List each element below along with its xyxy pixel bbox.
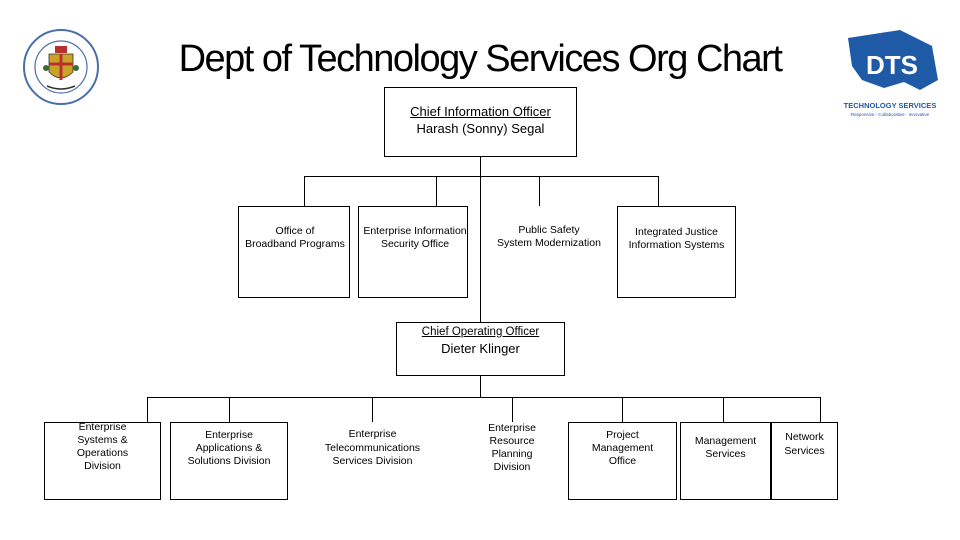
division-label: Enterprise [348,428,397,440]
connector [512,397,513,422]
division-label: Enterprise [488,422,536,434]
division-label: Network [785,431,824,443]
division-label: Management [694,435,757,447]
connector [147,397,821,398]
coo-name: Dieter Klinger [441,341,520,356]
connector [436,176,437,206]
connector [304,176,659,177]
division-box [44,422,161,500]
coo-box [396,322,565,376]
division-label: Enterprise [205,429,253,441]
security-office-box [358,206,468,298]
connector [480,376,481,398]
justice-systems-label-1: Integrated Justice [635,226,718,238]
public-safety-label-1: Public Safety [518,224,580,236]
cio-name: Harash (Sonny) Segal [416,121,545,136]
division-label: Systems & [77,434,128,446]
broadband-office-label-2: Broadband Programs [245,238,345,250]
justice-systems-label-2: Information Systems [628,239,725,251]
broadband-office-box [238,206,350,298]
security-office-label-2: Security Office [380,238,450,250]
county-seal-logo [23,29,99,105]
public-safety-label-2: System Modernization [497,237,601,249]
division-label: Operations [76,447,129,459]
division-label: Division [493,461,531,473]
connector [229,397,230,422]
public-safety-box [497,206,601,298]
cio-role: Chief Information Officer [410,104,551,119]
division-label: Planning [491,448,533,460]
division-box [568,422,677,500]
connector [723,397,724,422]
connector [658,176,659,206]
division-label: Project [606,429,639,441]
division-label: Services [705,448,746,460]
division-label: Management [591,442,654,454]
division-label: Telecommunications [324,442,421,454]
cio-box [384,87,577,157]
connector [480,157,481,323]
division-label: Solutions Division [187,455,271,467]
connector [372,397,373,422]
division-label: Enterprise [78,421,127,433]
division-label: Office [608,455,637,467]
division-box [771,422,838,500]
connector [304,176,305,206]
page-title: Dept of Technology Services Org Chart [178,38,783,80]
division-label: Resource [489,435,535,447]
dts-mark: DTS [866,50,918,80]
dts-logo: DTS TECHNOLOGY SERVICES Responsive · Col… [840,28,940,120]
division-box [680,422,771,500]
dts-tagline: Responsive · Collaborative · Innovative [851,112,930,117]
security-office-label-1: Enterprise Information [363,225,467,237]
connector [622,397,623,422]
division-label: Applications & [195,442,263,454]
connector [820,397,821,422]
dts-name: TECHNOLOGY SERVICES [844,101,937,110]
division-label: Division [84,460,121,472]
coo-role: Chief Operating Officer [421,326,540,338]
division-label: Services Division [332,455,413,467]
division-box [170,422,288,500]
justice-systems-box [617,206,736,298]
broadband-office-label-1: Office of [275,225,315,237]
connector [147,397,148,422]
division-label: Services [784,445,825,457]
connector [539,176,540,206]
